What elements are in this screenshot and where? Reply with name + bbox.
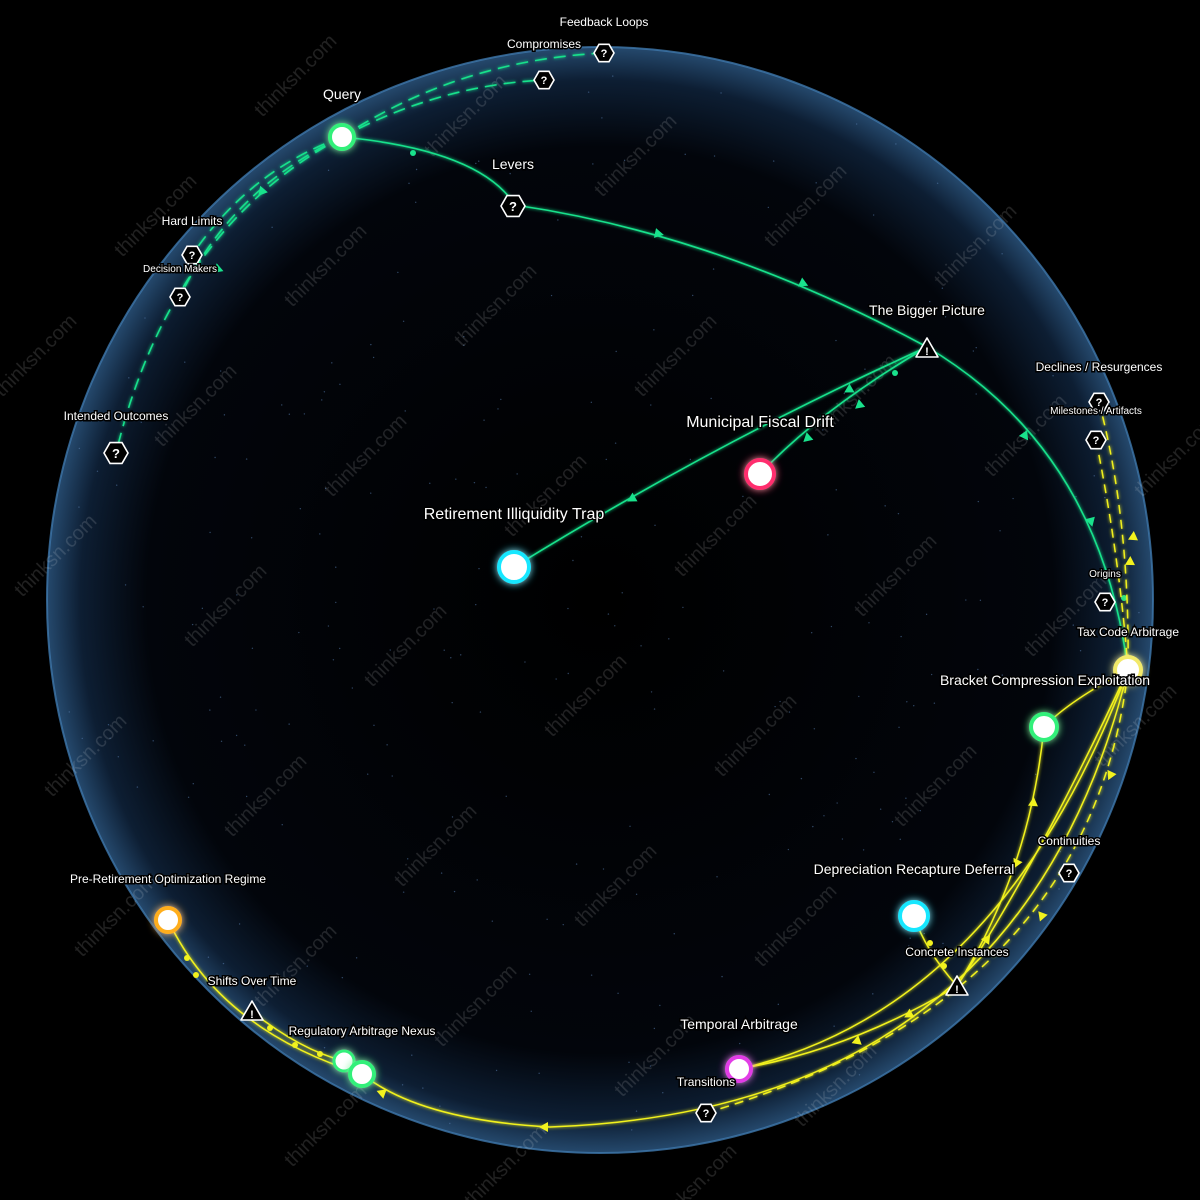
warning-triangle-icon[interactable]: ! [240,1000,264,1021]
edge-taxcode-regulatory [361,669,1129,1128]
svg-text:?: ? [703,1108,710,1120]
node-retirement[interactable] [497,550,531,584]
node-label-preretirement: Pre-Retirement Optimization Regime [70,872,266,886]
marker-label-milestones: Milestones / Artifacts [1050,406,1142,417]
node-label-temporal: Temporal Arbitrage [680,1016,798,1032]
svg-text:?: ? [189,250,196,262]
svg-text:?: ? [509,199,517,214]
marker-label-bigger-picture: The Bigger Picture [869,302,985,318]
watermark-text: thinksn.com [0,310,81,401]
svg-text:?: ? [541,75,548,87]
question-hex-icon[interactable]: ? [1058,863,1080,883]
question-hex-icon[interactable]: ? [1085,430,1107,450]
svg-text:?: ? [1102,597,1109,609]
edge-bigger-retirement [513,346,928,568]
node-label-regulatory: Regulatory Arbitrage Nexus [289,1024,436,1038]
yellow-edges [167,401,1129,1128]
node-label-depreciation: Depreciation Recapture Deferral [814,861,1015,877]
warning-triangle-icon[interactable]: ! [915,337,939,358]
node-regulatory[interactable] [348,1060,376,1088]
yellow-edge-arrows [184,531,1138,1132]
warning-triangle-icon[interactable]: ! [945,975,969,996]
edge-declines-taxcode [1098,401,1129,671]
edge-query-intended [115,136,343,454]
marker-label-compromises: Compromises [507,37,581,51]
marker-label-hard-limits: Hard Limits [162,214,223,228]
edge-preretirement-regulatory [167,919,363,1075]
green-edge-arrows [213,150,1127,601]
marker-label-concrete: Concrete Instances [905,945,1008,959]
svg-text:?: ? [112,446,120,461]
watermark-text: thinksn.com [1130,410,1200,501]
question-hex-icon[interactable]: ? [593,43,615,63]
marker-label-feedback-loops: Feedback Loops [560,15,649,29]
node-depreciation[interactable] [898,900,930,932]
edge-query-levers-bigger [341,136,928,348]
node-label-retirement: Retirement Illiquidity Trap [424,506,605,523]
question-hex-icon[interactable]: ? [1088,392,1110,412]
node-temporal[interactable] [725,1055,753,1083]
question-hex-icon[interactable]: ? [1094,592,1116,612]
marker-label-shifts: Shifts Over Time [208,974,297,988]
marker-label-origins: Origins [1089,569,1121,580]
node-bracket[interactable] [1029,712,1059,742]
node-taxcode[interactable] [1113,655,1143,685]
node-query[interactable] [328,123,356,151]
edge-query-decision [179,136,343,298]
question-hex-icon[interactable]: ? [533,70,555,90]
svg-text:?: ? [601,48,608,60]
edge-concrete-temporal [738,985,958,1070]
svg-text:?: ? [1093,435,1100,447]
edge-query-hardlimits [191,136,343,256]
marker-layer: ??????!????!?! [103,43,1116,1123]
svg-text:?: ? [1096,397,1103,409]
edge-bigger-taxcode [926,346,1129,671]
edge-bigger-municipal [759,346,928,475]
question-hex-icon[interactable]: ? [181,245,203,265]
svg-text:!: ! [925,346,929,358]
edge-milestones-taxcode [1095,439,1129,671]
marker-label-intended-outcomes: Intended Outcomes [64,409,169,423]
watermark-text: thinksn.com [280,1080,371,1171]
edge-taxcode-temporal [738,669,1129,1070]
node-label-bracket: Bracket Compression Exploitation [940,672,1150,688]
svg-text:?: ? [177,292,184,304]
question-hex-icon[interactable]: ? [103,441,129,465]
watermark-text: thinksn.com [250,30,341,121]
marker-label-declines: Declines / Resurgences [1036,360,1163,374]
marker-label-decision-makers: Decision Makers [143,264,217,275]
green-edges [115,52,1129,671]
edge-transitions-taxcode [705,669,1129,1114]
edge-query-compromises [341,79,545,138]
node-municipal[interactable] [744,458,776,490]
edge-taxcode-depreciation [956,669,1129,987]
node-regulatory-secondary[interactable] [332,1049,356,1073]
node-label-municipal: Municipal Fiscal Drift [686,414,834,431]
question-hex-icon[interactable]: ? [500,194,526,218]
svg-text:?: ? [1066,868,1073,880]
marker-label-continuities: Continuities [1038,834,1101,848]
node-layer [154,123,1143,1088]
node-preretirement[interactable] [154,906,182,934]
question-hex-icon[interactable]: ? [695,1103,717,1123]
svg-text:!: ! [955,984,959,996]
question-hex-icon[interactable]: ? [169,287,191,307]
marker-label-levers: Levers [492,156,534,172]
svg-text:!: ! [250,1009,254,1021]
edge-query-feedback [341,52,605,138]
marker-label-transitions: Transitions [677,1075,735,1089]
node-label-taxcode: Tax Code Arbitrage [1077,625,1179,639]
node-label-query: Query [323,86,361,102]
